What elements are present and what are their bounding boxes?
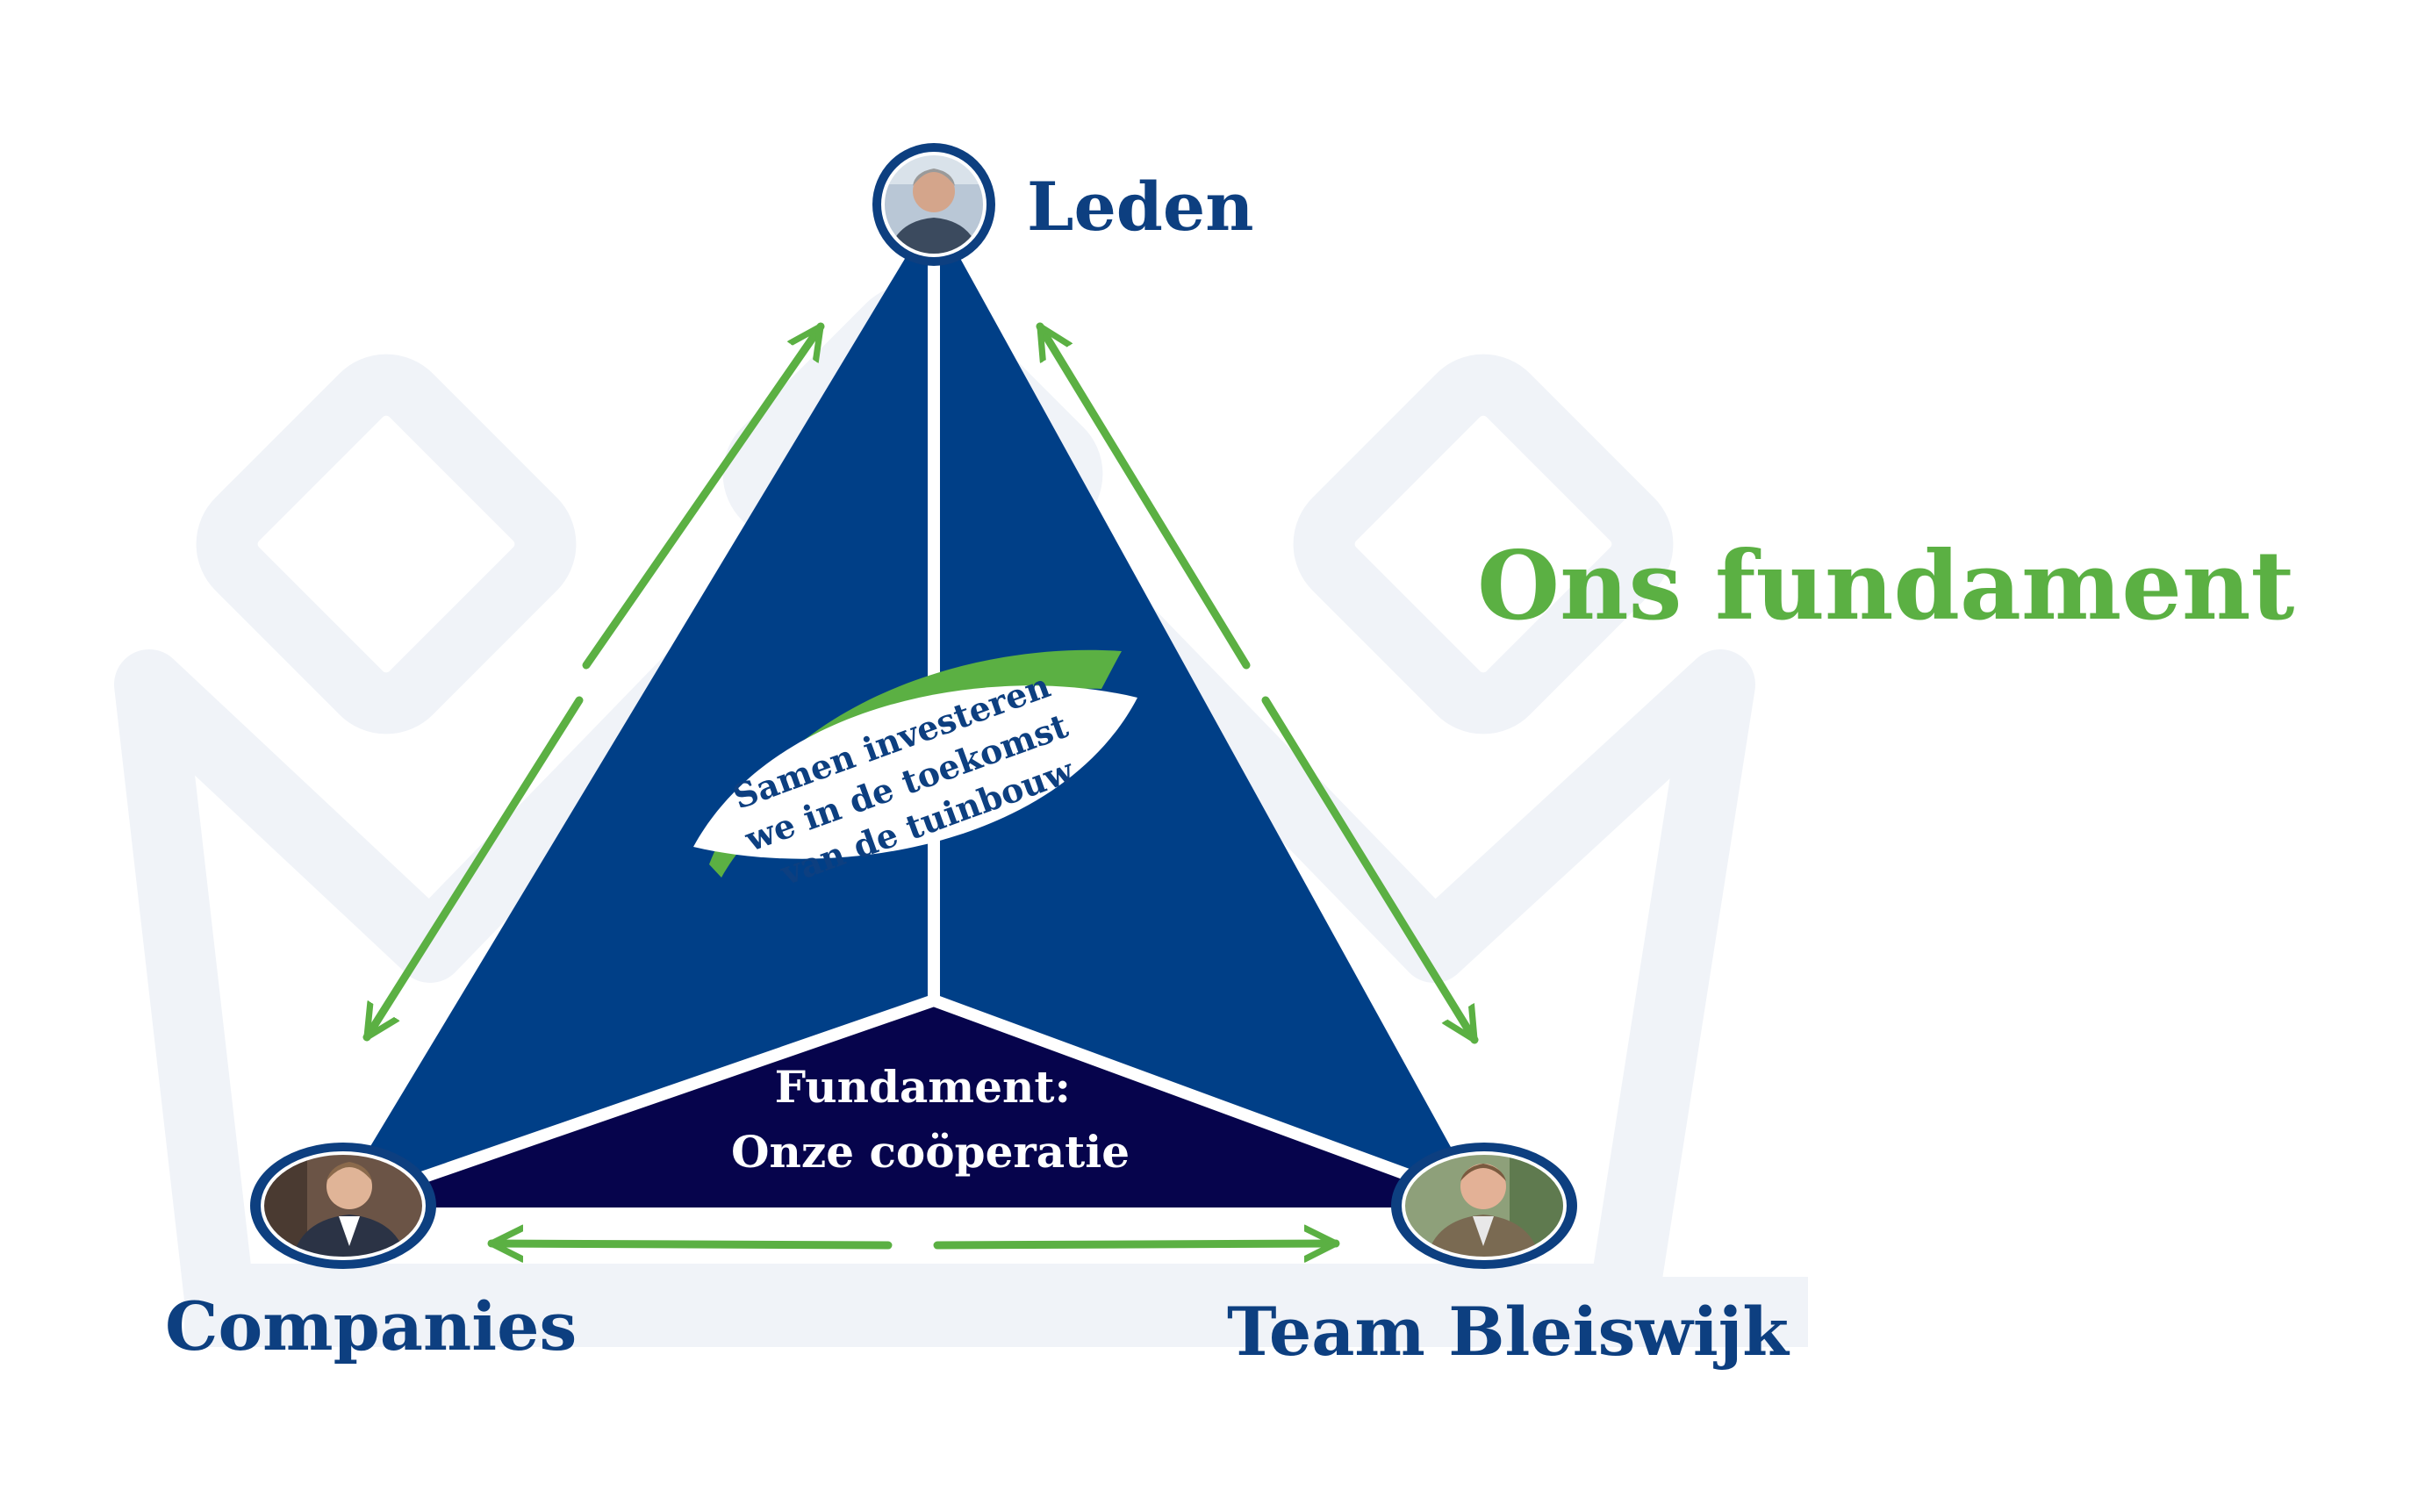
label-companies: Companies [165,1287,577,1365]
arrow-right-lower [1261,696,1479,1044]
node-companies: Companies [165,1143,577,1365]
base-segment [334,1000,1484,1207]
page-title: Ons fundament [1477,531,2295,641]
label-leden: Leden [1027,168,1254,246]
label-team-bleiswijk: Team Bleiswijk [1227,1293,1790,1371]
node-team-bleiswijk: Team Bleiswijk [1227,1143,1790,1371]
base-line-2: Onze coöperatie [731,1126,1130,1178]
arrow-bottom-right [933,1243,1340,1245]
node-leden: Leden [872,143,1254,266]
base-text: Fundament: Onze coöperatie [731,1061,1130,1178]
person-avatar-icon [1403,1153,1565,1258]
arrow-left-lower [362,696,584,1042]
arrow-right-upper [1036,322,1251,670]
arrow-left-upper [582,322,825,670]
arrow-bottom-left [487,1243,893,1245]
person-avatar-icon [262,1153,424,1258]
base-line-1: Fundament: [775,1061,1071,1113]
arrows [362,322,1479,1245]
divider-right [931,994,1442,1193]
divider-left [384,994,936,1196]
leaf-white-shape [693,685,1137,859]
